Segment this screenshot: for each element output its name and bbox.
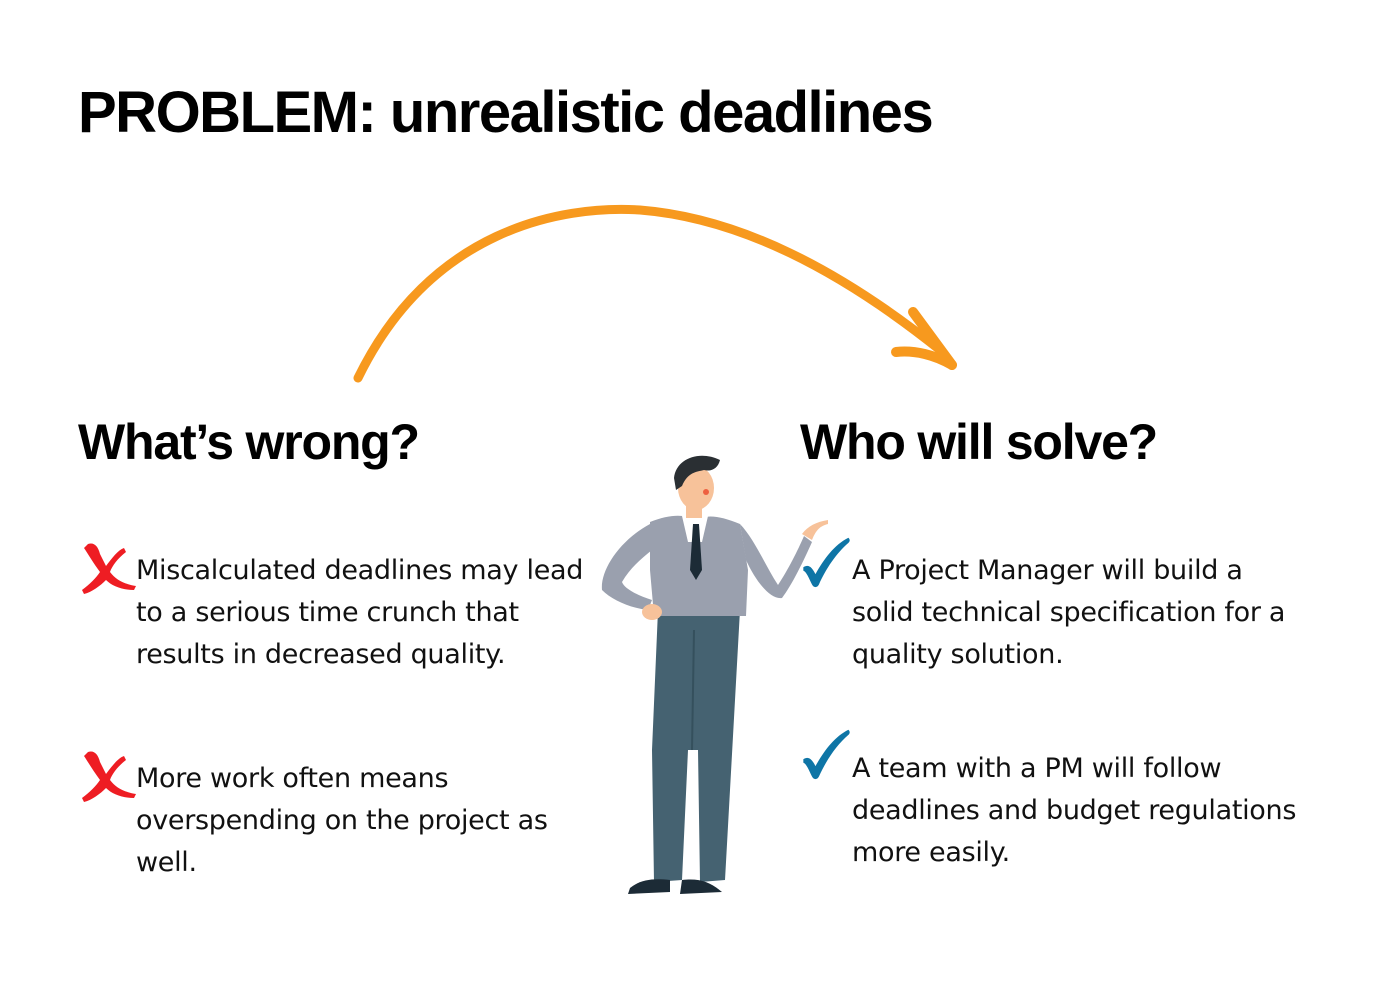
solution-line: quality solution.: [852, 639, 1064, 670]
solution-line: A team with a PM will follow: [852, 753, 1222, 784]
problem-line: More work often means: [136, 763, 449, 794]
cross-icon: [82, 751, 136, 802]
solution-line: more easily.: [852, 837, 1010, 868]
problem-line: Miscalculated deadlines may lead: [136, 555, 584, 586]
solution-line: solid technical specification for a: [852, 597, 1286, 628]
problem-line: well.: [136, 847, 197, 878]
curved-arrow-icon: [353, 204, 957, 383]
checkmark-icon: [803, 729, 850, 780]
solution-line: A Project Manager will build a: [852, 555, 1243, 586]
solution-line: deadlines and budget regulations: [852, 795, 1297, 826]
problem-line: to a serious time crunch that: [136, 597, 519, 628]
whats-wrong-heading: What’s wrong?: [78, 414, 420, 470]
checkmark-icon: [803, 537, 850, 588]
who-will-solve-heading: Who will solve?: [800, 414, 1158, 470]
cross-icon: [82, 543, 136, 594]
page-title: PROBLEM: unrealistic deadlines: [78, 80, 934, 145]
problem-line: results in decreased quality.: [136, 639, 506, 670]
problem-line: overspending on the project as: [136, 805, 548, 836]
businessman-pointing-illustration: [601, 455, 828, 894]
